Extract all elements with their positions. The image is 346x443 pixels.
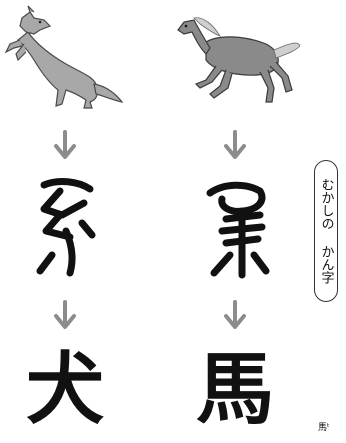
dog-icon [4,5,124,109]
down-arrow-icon [54,130,76,159]
ancient-horse-character-icon [206,181,270,279]
down-arrow-icon [54,300,76,329]
horse-icon [177,17,300,103]
kanji-inu: 犬 [25,344,104,435]
ancient-kanji-label: むかしの かん字 [314,160,338,302]
ancient-dog-character-icon [36,178,96,277]
horse-column: 馬 [170,0,300,443]
kanji-uma: 馬 [195,344,274,435]
dog-column: 犬 [0,0,130,443]
down-arrow-icon [224,130,246,159]
down-arrow-icon [224,300,246,329]
kanji-reading-note: 馬ᵗ [318,423,330,433]
